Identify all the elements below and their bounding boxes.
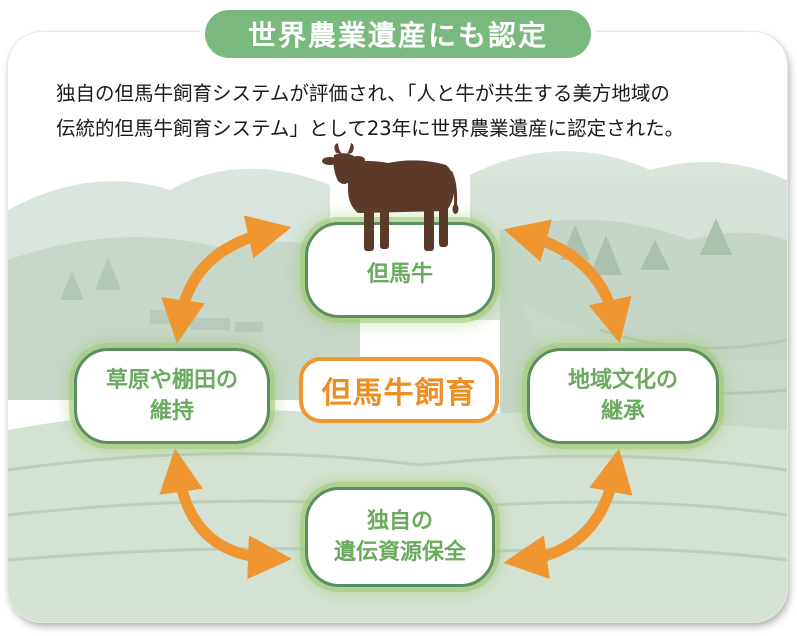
node-grassland-terraces: 草原や棚田の 維持 <box>74 348 270 444</box>
description: 独自の但馬牛飼育システムが評価され、「人と牛が共生する美方地域の 伝統的但馬牛飼… <box>56 76 756 146</box>
node-grassland-line-1: 草原や棚田の <box>105 368 238 393</box>
title-banner: 世界農業遺産にも認定 <box>205 10 591 58</box>
arrow-top-right <box>503 219 632 344</box>
node-tajima-cattle-label: 但馬牛 <box>366 261 433 287</box>
node-culture-line-1: 地域文化の <box>567 368 678 393</box>
arrow-bottom-right <box>503 448 633 579</box>
node-genetic-line-2: 遺伝資源保全 <box>333 540 466 565</box>
arrow-bottom-left <box>159 448 292 580</box>
node-grassland-line-2: 維持 <box>149 399 194 424</box>
description-line-2: 伝統的但馬牛飼育システム」として23年に世界農業遺産に認定された。 <box>56 117 685 140</box>
arrow-top-left <box>161 215 292 344</box>
node-tajima-cattle: 但馬牛 <box>305 222 495 318</box>
center-tajima-cattle-raising: 但馬牛飼育 <box>299 357 499 423</box>
description-line-1: 独自の但馬牛飼育システムが評価され、「人と牛が共生する美方地域の <box>56 82 670 105</box>
node-culture-line-2: 継承 <box>600 399 645 424</box>
node-regional-culture: 地域文化の 継承 <box>527 348 719 444</box>
node-genetic-resources: 独自の 遺伝資源保全 <box>305 487 495 587</box>
cow-icon <box>322 143 459 251</box>
node-genetic-line-1: 独自の <box>366 509 433 534</box>
